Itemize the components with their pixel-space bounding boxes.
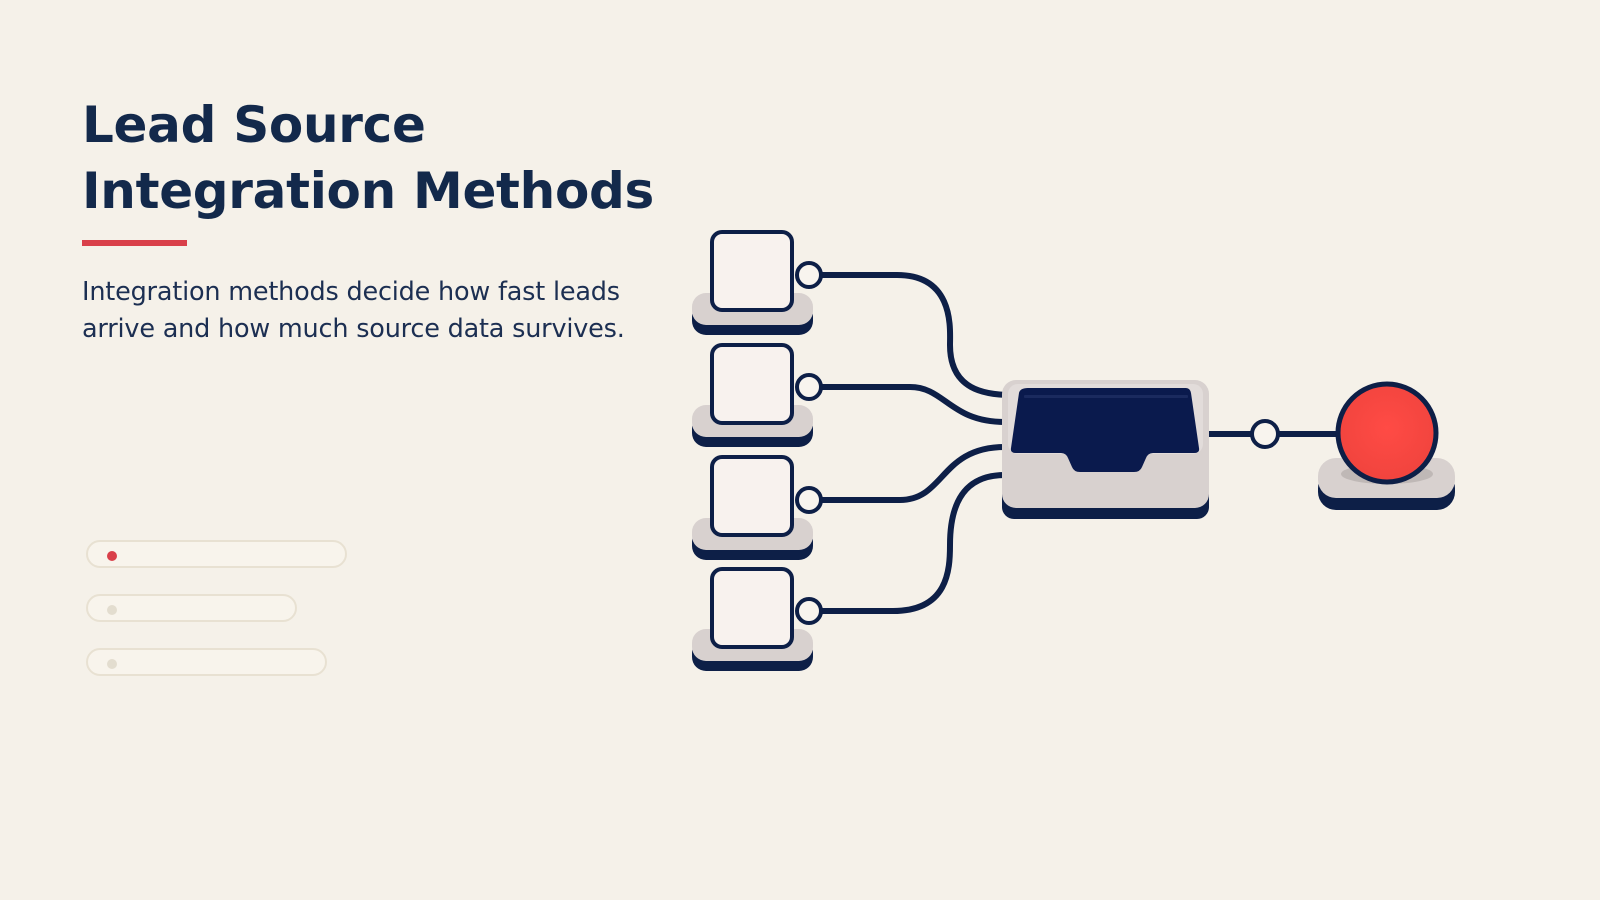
- connector-line-1: [819, 272, 1015, 398]
- connector-line-4: [819, 472, 1008, 614]
- slide-subtitle: Integration methods decide how fast lead…: [82, 277, 625, 344]
- connector-line-3: [819, 444, 1008, 503]
- step-pill-2[interactable]: [86, 594, 297, 622]
- red-ball-icon: [1318, 381, 1455, 510]
- inactive-dot-icon: [107, 605, 117, 615]
- step-pill-1[interactable]: [86, 540, 347, 568]
- output-node-icon: [1250, 419, 1280, 449]
- inactive-dot-icon: [107, 659, 117, 669]
- inbox-tray-icon: [1002, 380, 1209, 519]
- source-box-4: [692, 567, 823, 671]
- active-dot-icon: [107, 551, 117, 561]
- source-box-3: [692, 455, 823, 560]
- connector-lines: [819, 272, 1345, 614]
- step-pill-3[interactable]: [86, 648, 327, 676]
- connector-line-2: [819, 384, 1008, 425]
- slide-title: Lead Source Integration Methods: [82, 92, 654, 224]
- slide-title-line-1: Lead Source: [82, 96, 426, 154]
- source-box-2: [692, 343, 823, 447]
- source-box-1: [692, 230, 823, 335]
- title-accent-rule: [82, 240, 187, 246]
- slide-title-line-2: Integration Methods: [82, 162, 654, 220]
